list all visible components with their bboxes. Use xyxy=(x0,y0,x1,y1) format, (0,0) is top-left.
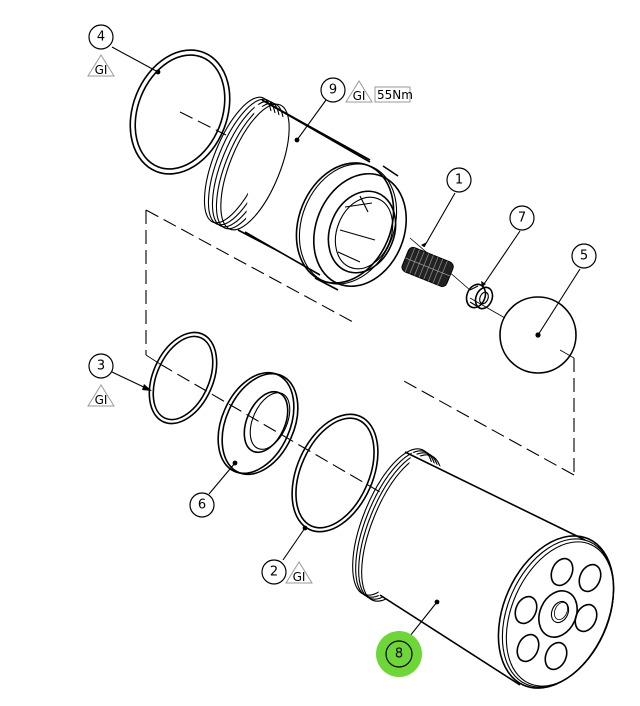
highlight-marker xyxy=(376,631,422,677)
part-2-o-ring xyxy=(291,413,379,533)
balloon-5[interactable]: 5 xyxy=(571,243,597,269)
part-7-spring-guide xyxy=(465,283,494,310)
axis-lower xyxy=(159,363,381,493)
part-4-o-ring xyxy=(129,49,231,175)
axis-segment xyxy=(179,111,227,136)
balloon-label: 6 xyxy=(198,498,206,513)
balloon-9[interactable]: 9 xyxy=(320,77,346,103)
balloon-label: 2 xyxy=(270,565,278,580)
balloon-2[interactable]: 2 xyxy=(261,559,287,585)
balloon-label: 8 xyxy=(395,647,403,662)
gi-label: GI xyxy=(293,570,306,584)
gi-label: GI xyxy=(95,393,108,407)
balloon-label: 4 xyxy=(97,30,105,45)
balloon-label: 1 xyxy=(455,173,463,188)
axis-return-bottom xyxy=(401,379,575,476)
gi-symbol-4: GI xyxy=(87,54,115,77)
part-5-ball xyxy=(499,296,577,374)
balloon-4[interactable]: 4 xyxy=(88,24,114,50)
part-1-spring xyxy=(401,246,454,287)
balloon-label: 5 xyxy=(580,249,588,264)
cylinder-bores xyxy=(514,557,602,671)
gi-label: GI xyxy=(95,63,108,77)
part-3-o-ring xyxy=(148,331,218,425)
balloon-label: 7 xyxy=(518,211,526,226)
gi-symbol-3: GI xyxy=(87,384,115,407)
part-9-threaded-plug xyxy=(203,96,408,291)
gi-label: GI xyxy=(353,89,366,103)
balloon-label: 3 xyxy=(97,359,105,374)
torque-label: 55Nm xyxy=(377,88,413,102)
gi-symbol-9: GI xyxy=(345,80,373,103)
balloon-3[interactable]: 3 xyxy=(88,353,114,379)
torque-spec-9: 55Nm xyxy=(374,86,413,103)
part-8-cylinder-block xyxy=(352,448,615,690)
balloon-8[interactable]: 8 xyxy=(385,640,413,668)
balloon-1[interactable]: 1 xyxy=(446,167,472,193)
balloon-7[interactable]: 7 xyxy=(509,205,535,231)
part-6-washer xyxy=(217,371,299,476)
balloon-6[interactable]: 6 xyxy=(189,492,215,518)
axis-segment xyxy=(559,349,575,359)
gi-symbol-2: GI xyxy=(285,561,313,584)
leader-lines xyxy=(111,46,581,642)
balloon-label: 9 xyxy=(329,83,337,98)
